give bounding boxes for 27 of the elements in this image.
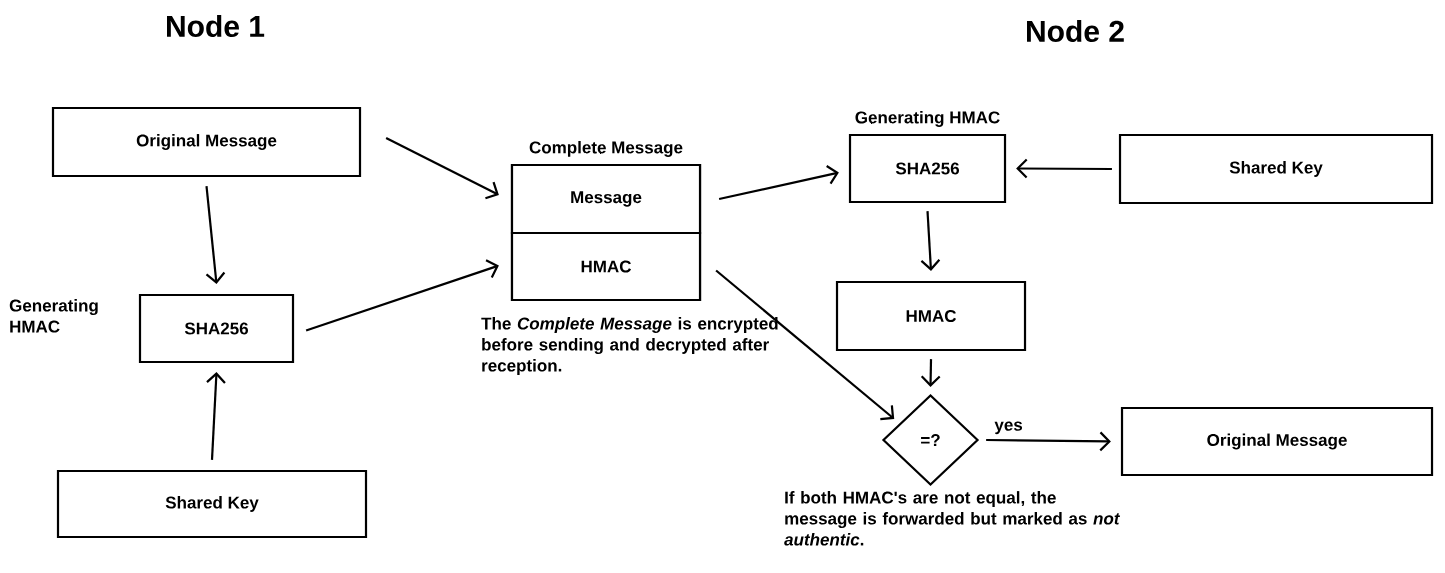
note-text: Generating HMAC <box>9 299 98 333</box>
arrow <box>986 431 1111 452</box>
arrow <box>715 269 895 421</box>
arrow <box>1016 158 1112 179</box>
process-box: Original Message <box>51 106 362 178</box>
arrow <box>920 359 941 387</box>
arrow <box>205 186 226 284</box>
process-box: HMAC <box>510 231 702 302</box>
box-heading: Generating HMAC <box>855 111 1000 127</box>
column-heading: Node 1 <box>167 15 265 37</box>
process-box: SHA256 <box>138 293 295 364</box>
process-box: SHA256 <box>848 133 1007 204</box>
process-box: Shared Key <box>56 469 368 539</box>
process-box: Shared Key <box>1118 133 1434 205</box>
note-text: The Complete Message is encrypted before sending and decrypted after reception. <box>481 317 778 375</box>
arrow <box>920 211 941 271</box>
box-heading: Complete Message <box>529 141 683 157</box>
arrow <box>305 259 499 332</box>
process-box: HMAC <box>835 280 1027 352</box>
process-box: Message <box>510 163 702 235</box>
column-heading: Node 2 <box>1027 20 1124 42</box>
edge-label: yes <box>993 420 1024 436</box>
note-text: If both HMAC's are not equal, the message is forwarded but marked as not authentic. <box>784 491 1121 546</box>
arrow <box>718 165 839 201</box>
arrow <box>385 137 499 200</box>
process-box: Original Message <box>1120 406 1434 477</box>
arrow <box>206 372 226 460</box>
